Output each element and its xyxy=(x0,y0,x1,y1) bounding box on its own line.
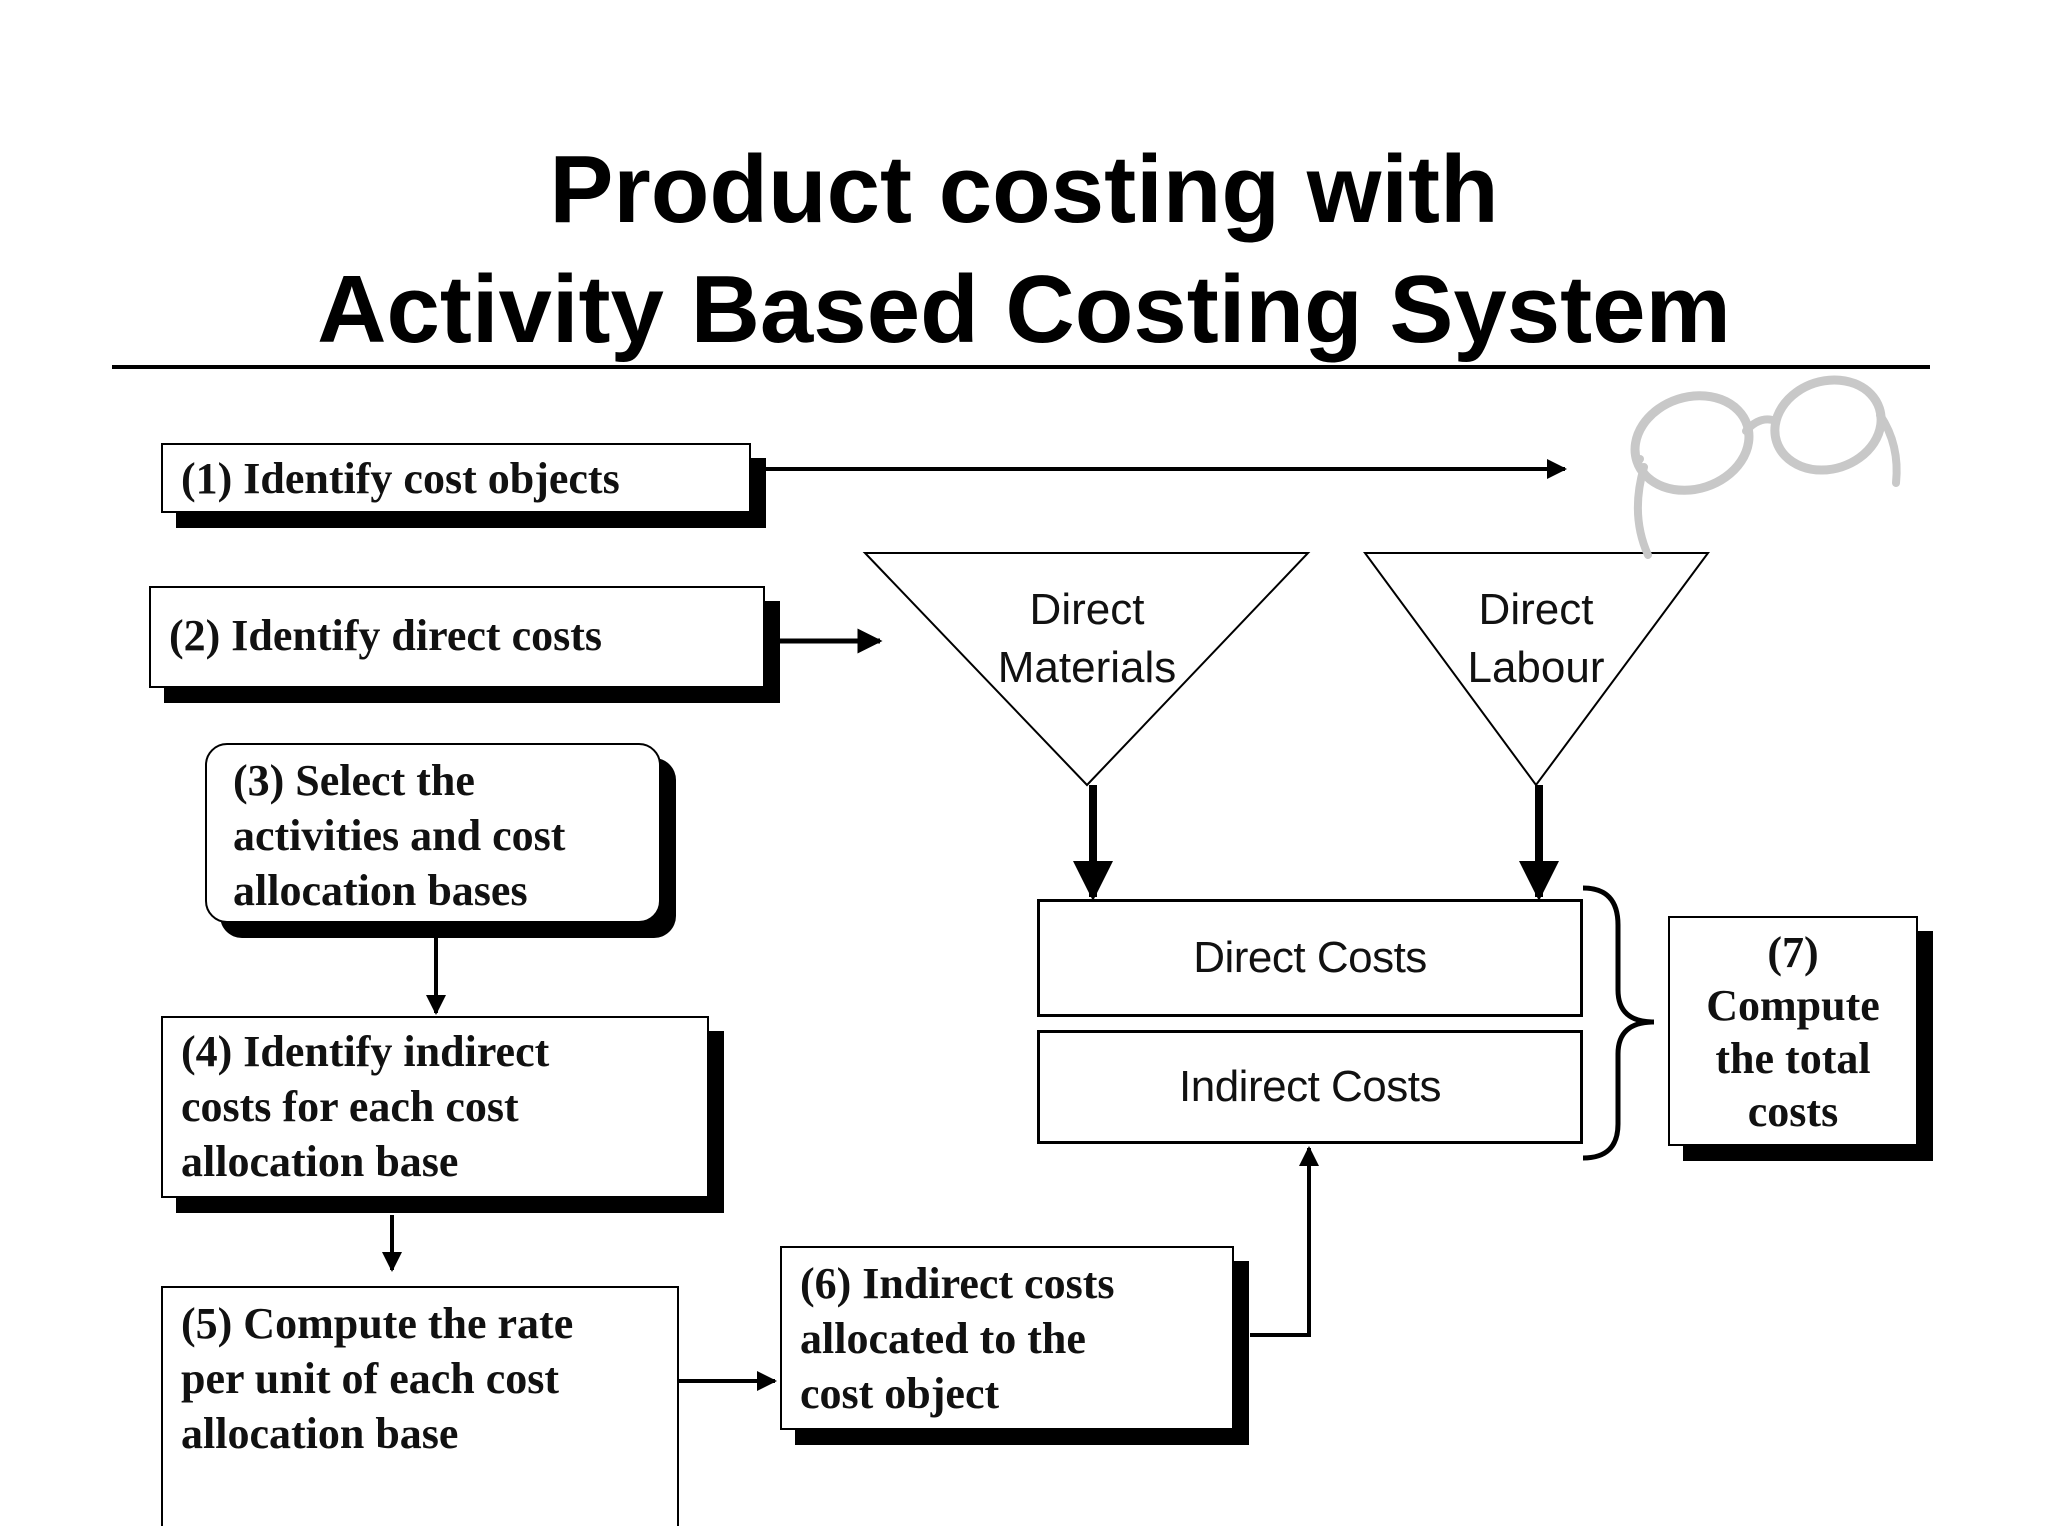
step-6-line-3: cost object xyxy=(800,1369,1000,1418)
step-3-line-2: activities and cost xyxy=(233,811,566,860)
step-2-identify-direct-costs: (2) Identify direct costs xyxy=(149,586,765,688)
step-5-compute-rate: (5) Compute the rate per unit of each co… xyxy=(161,1286,679,1526)
direct-costs-label: Direct Costs xyxy=(1193,933,1427,982)
direct-labour-label: Direct Labour xyxy=(1436,581,1636,697)
step-6-indirect-costs-allocated: (6) Indirect costs allocated to the cost… xyxy=(780,1246,1234,1430)
step-1-identify-cost-objects: (1) Identify cost objects xyxy=(161,443,751,513)
step-3-select-activities: (3) Select the activities and cost alloc… xyxy=(205,743,661,923)
step-2-label: (2) Identify direct costs xyxy=(169,611,602,660)
step-7-compute-total-costs: (7) Compute the total costs xyxy=(1668,916,1918,1146)
step-7-line-2: Compute xyxy=(1706,981,1880,1030)
step-4-line-2: costs for each cost xyxy=(181,1082,519,1131)
direct-materials-funnel xyxy=(862,552,1311,787)
step-6-line-1: (6) Indirect costs xyxy=(800,1259,1115,1308)
step-5-line-2: per unit of each cost xyxy=(181,1354,560,1403)
title-underline xyxy=(112,365,1930,369)
total-costs-brace xyxy=(1582,885,1655,1161)
direct-labour-line-1: Direct xyxy=(1478,585,1594,634)
title-line-1: Product costing with xyxy=(549,136,1499,243)
indirect-costs-label: Indirect Costs xyxy=(1179,1062,1441,1111)
direct-materials-line-2: Materials xyxy=(997,643,1177,692)
direct-costs-box: Direct Costs xyxy=(1037,899,1583,1017)
glasses-icon xyxy=(1630,375,1901,559)
step-6-line-2: allocated to the xyxy=(800,1314,1086,1363)
title-line-2: Activity Based Costing System xyxy=(317,256,1731,363)
indirect-costs-box: Indirect Costs xyxy=(1037,1030,1583,1144)
direct-materials-label: Direct Materials xyxy=(967,581,1207,697)
step-4-line-1: (4) Identify indirect xyxy=(181,1027,550,1076)
step-5-line-1: (5) Compute the rate xyxy=(181,1299,574,1348)
direct-labour-line-2: Labour xyxy=(1467,643,1605,692)
step-7-line-4: costs xyxy=(1747,1087,1839,1136)
step-5-line-3: allocation base xyxy=(181,1409,459,1458)
arrow-step6-to-indirect-costs xyxy=(1250,1146,1319,1337)
step-7-line-1: (7) xyxy=(1767,928,1819,977)
direct-labour-funnel xyxy=(1363,552,1710,787)
step-1-label: (1) Identify cost objects xyxy=(181,454,620,503)
step-3-line-3: allocation bases xyxy=(233,866,528,915)
step-4-identify-indirect-costs: (4) Identify indirect costs for each cos… xyxy=(161,1016,709,1198)
step-4-line-3: allocation base xyxy=(181,1137,459,1186)
direct-materials-line-1: Direct xyxy=(1029,585,1145,634)
step-3-line-1: (3) Select the xyxy=(233,756,475,805)
step-7-line-3: the total xyxy=(1715,1034,1871,1083)
